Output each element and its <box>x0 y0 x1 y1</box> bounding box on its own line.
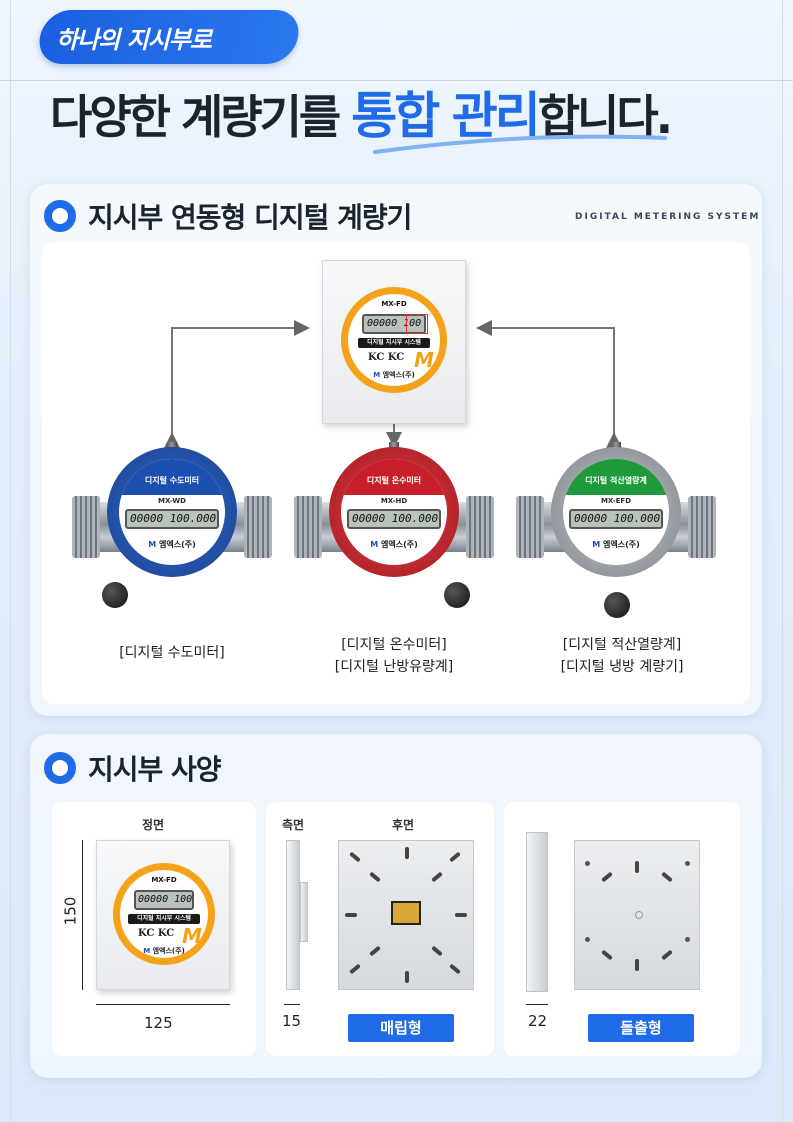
meter-model: MX-WD <box>158 497 186 505</box>
indicator-model: MX-FD <box>381 300 407 308</box>
meter-thread-right <box>688 496 716 558</box>
indicator-ring: MX-FD 00000 100 디지털 지시부 시스템 KC KC M M 엠엑… <box>113 863 215 965</box>
meter-face: 디지털 온수미터 MX-HD 00000 100.000 M 엠엑스(주) <box>341 459 447 565</box>
meter-body: 디지털 적산열량계 MX-EFD 00000 100.000 M 엠엑스(주) <box>551 447 681 577</box>
indicator-brand: M 엠엑스(주) <box>143 947 185 955</box>
frame-right-line <box>782 0 783 1122</box>
section-metering-title: 지시부 연동형 디지털 계량기 <box>44 196 412 236</box>
meter-knob <box>604 592 630 618</box>
section-spec-title: 지시부 사양 <box>44 748 222 788</box>
spec-side-label: 측면 <box>282 818 305 832</box>
meter-cap <box>563 459 669 495</box>
flush-type-label: 매립형 <box>348 1014 454 1042</box>
meter-hot-water-caption: [디지털 온수미터] [디지털 난방유량계] <box>334 637 454 675</box>
meter-water-caption: [디지털 수도미터] <box>119 645 225 661</box>
meter-hot-water: 디지털 온수미터 MX-HD 00000 100.000 M 엠엑스(주) <box>294 442 494 622</box>
meter-cap-label: 디지털 수도미터 <box>144 476 200 485</box>
meter-brand: M 엠엑스(주) <box>370 540 418 549</box>
headline-pre: 다양한 계량기를 <box>50 90 352 144</box>
indicator-kc-mark: KC KC <box>368 352 405 363</box>
indicator-system-bar: 디지털 지시부 시스템 <box>358 338 430 348</box>
meter-thread-left <box>72 496 100 558</box>
side-profile-protrude <box>526 832 548 992</box>
section-spec-title-text: 지시부 사양 <box>88 753 222 786</box>
section-metering-title-text: 지시부 연동형 디지털 계량기 <box>88 201 412 234</box>
indicator-system-bar: 디지털 지시부 시스템 <box>128 914 200 924</box>
spec-rear-label: 후면 <box>392 818 415 832</box>
indicator-lcd: 00000 100 <box>134 890 194 910</box>
section-spec-panel: 지시부 사양 정면 MX-FD 00000 100 디지털 지시부 시스템 KC… <box>30 734 762 1078</box>
meter-model: MX-EFD <box>600 497 632 505</box>
height-dimension: 150 <box>61 896 80 926</box>
indicator-ring: MX-FD 00000 100 디지털 지시부 시스템 KC KC M M 엠엑… <box>341 287 447 393</box>
frame-left-line <box>10 0 11 1122</box>
meter-brand: M 엠엑스(주) <box>148 540 196 549</box>
meter-body: 디지털 온수미터 MX-HD 00000 100.000 M 엠엑스(주) <box>329 447 459 577</box>
flush-depth-dimension: 15 <box>282 1012 302 1030</box>
rear-plate-protrude <box>574 840 700 990</box>
indicator-kc-mark: KC KC <box>138 928 175 939</box>
indicator-m-logo: M <box>182 924 202 948</box>
section-ring-icon <box>44 200 76 232</box>
meter-brand: M 엠엑스(주) <box>592 540 640 549</box>
indicator-lcd-highlight <box>406 314 428 334</box>
top-divider <box>0 80 793 81</box>
meter-thread-left <box>516 496 544 558</box>
side-profile-flush <box>286 840 300 990</box>
header-badge-text: 하나의 지시부로 <box>56 26 212 54</box>
indicator-m-logo: M <box>414 348 434 372</box>
spec-front-indicator: MX-FD 00000 100 디지털 지시부 시스템 KC KC M M 엠엑… <box>96 840 230 990</box>
meter-model: MX-HD <box>380 497 408 505</box>
meter-knob <box>444 582 470 608</box>
section-metering-subtitle: DIGITAL METERING SYSTEM <box>575 212 761 222</box>
meter-cap <box>341 459 447 495</box>
spec-front-card: 정면 MX-FD 00000 100 디지털 지시부 시스템 KC KC M M… <box>52 802 256 1056</box>
meter-cap-label: 디지털 적산열량계 <box>585 476 647 485</box>
flush-depth-line <box>284 1004 300 1005</box>
indicator-model: MX-FD <box>151 876 177 884</box>
indicator-lcd: 00000 100 <box>362 314 426 334</box>
meter-thread-right <box>244 496 272 558</box>
section-ring-icon <box>44 752 76 784</box>
meter-lcd: 00000 100.000 <box>347 509 441 529</box>
headline-swoosh <box>373 134 667 154</box>
protrude-depth-dimension: 22 <box>528 1012 548 1030</box>
meter-lcd: 00000 100.000 <box>569 509 663 529</box>
rear-plate-flush <box>338 840 474 990</box>
metering-diagram: MX-FD 00000 100 디지털 지시부 시스템 KC KC M M 엠엑… <box>42 242 750 704</box>
meter-face: 디지털 수도미터 MX-WD 00000 100.000 M 엠엑스(주) <box>119 459 225 565</box>
protrude-type-label: 돌출형 <box>588 1014 694 1042</box>
connector-port <box>391 901 421 925</box>
meter-heat-caption: [디지털 적산열량계] [디지털 냉방 계량기] <box>560 637 684 675</box>
meter-lcd: 00000 100.000 <box>125 509 219 529</box>
width-dimension-line <box>96 1004 230 1005</box>
width-dimension: 125 <box>144 1014 173 1032</box>
meter-knob <box>102 582 128 608</box>
indicator-unit: MX-FD 00000 100 디지털 지시부 시스템 KC KC M M 엠엑… <box>322 260 466 424</box>
section-metering-panel: 지시부 연동형 디지털 계량기 DIGITAL METERING SYSTEM … <box>30 184 762 716</box>
height-dimension-line <box>82 840 83 990</box>
meter-water: 디지털 수도미터 MX-WD 00000 100.000 M 엠엑스(주) <box>72 442 272 622</box>
spec-protrude-card: 22 돌출형 <box>504 802 740 1056</box>
meter-face: 디지털 적산열량계 MX-EFD 00000 100.000 M 엠엑스(주) <box>563 459 669 565</box>
headline: 다양한 계량기를 통합 관리합니다. <box>50 76 673 148</box>
protrude-depth-line <box>526 1004 548 1005</box>
meter-heat: 디지털 적산열량계 MX-EFD 00000 100.000 M 엠엑스(주) <box>516 442 716 622</box>
indicator-brand: M 엠엑스(주) <box>373 371 415 379</box>
meter-thread-left <box>294 496 322 558</box>
meter-cap-label: 디지털 온수미터 <box>366 476 422 485</box>
side-profile-flush-back <box>300 882 308 942</box>
meter-thread-right <box>466 496 494 558</box>
meter-cap <box>119 459 225 495</box>
spec-flush-card: 측면 후면 15 매립형 <box>266 802 494 1056</box>
spec-front-label: 정면 <box>142 818 165 832</box>
meter-body: 디지털 수도미터 MX-WD 00000 100.000 M 엠엑스(주) <box>107 447 237 577</box>
headline-highlight: 통합 관리 <box>351 87 540 145</box>
